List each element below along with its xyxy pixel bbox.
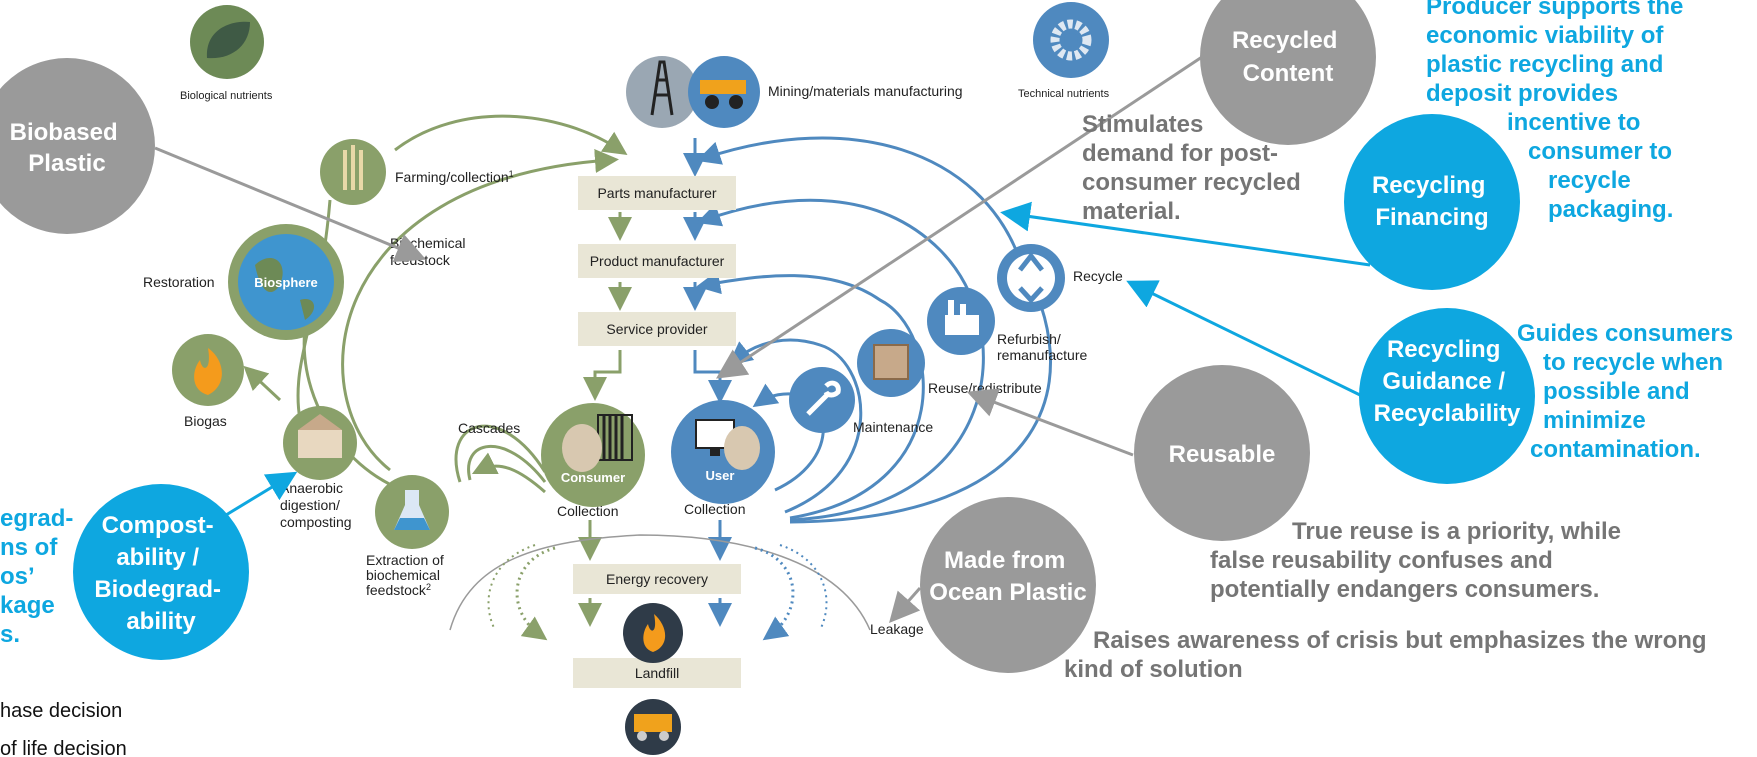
oil-rig-icon <box>626 56 698 128</box>
recycle-label: Recycle <box>1073 268 1123 284</box>
service-provider-label: Service provider <box>606 321 707 337</box>
callout-biobased <box>0 58 155 234</box>
note-ocean: Raises awareness of crisis but emphasize… <box>1064 627 1713 683</box>
parts-manufacturer-label: Parts manufacturer <box>597 185 716 201</box>
restoration-label: Restoration <box>143 274 215 290</box>
landfill-label: Landfill <box>635 665 679 681</box>
user-label: User <box>706 468 735 483</box>
technical-nutrients-label: Technical nutrients <box>1018 88 1110 100</box>
leakage-arcs <box>449 534 871 641</box>
biological-flows <box>243 114 632 627</box>
callout-compostability <box>73 484 249 660</box>
refurbish-label-1: Refurbish/ <box>997 331 1061 347</box>
callouts: Biobased Plastic Recycled Content Recycl… <box>0 0 1535 673</box>
callout-biobased-text: Biobased Plastic <box>10 119 125 177</box>
callout-recycling-guidance <box>1359 308 1535 484</box>
maintenance-label: Maintenance <box>853 419 933 435</box>
extraction-label-3: feedstock2 <box>366 582 431 598</box>
callout-ocean-plastic <box>920 497 1096 673</box>
callout-recycling-financing-text: Recycling Financing <box>1372 172 1492 231</box>
leakage-label: Leakage <box>870 621 924 637</box>
energy-recovery-label: Energy recovery <box>606 571 708 587</box>
callout-recycled-content-text: Recycled Content <box>1232 27 1344 87</box>
product-manufacturer-box <box>578 244 736 278</box>
callout-compostability-text: Compost- ability / Biodegrad- ability <box>94 512 227 635</box>
service-provider-box <box>578 312 736 346</box>
biochemical-label-2: feedstock <box>390 252 451 268</box>
farming-label: Farming/collection1 <box>395 169 514 185</box>
callout-recycling-guidance-text: Recycling Guidance / Recyclability <box>1374 336 1521 427</box>
anaerobic-label-1: Anaerobic <box>280 480 343 496</box>
biogas-label: Biogas <box>184 413 227 429</box>
note-reusable: True reuse is a priority, while false re… <box>1210 518 1628 603</box>
collection-left-label: Collection <box>557 503 618 519</box>
callout-pointers <box>154 53 1371 623</box>
biosphere-label: Biosphere <box>254 275 318 290</box>
nodes: Biological nutrients Technical nutrients… <box>143 2 1123 755</box>
collection-right-label: Collection <box>684 501 745 517</box>
refurbish-label-2: remanufacture <box>997 347 1087 363</box>
landfill-box <box>573 658 741 688</box>
mining-label: Mining/materials manufacturing <box>768 83 963 99</box>
callout-recycling-financing <box>1344 114 1520 290</box>
energy-recovery-box <box>573 564 741 594</box>
legend-endoflife: of life decision <box>0 738 127 757</box>
callout-reusable <box>1134 365 1310 541</box>
anaerobic-label-3: composting <box>280 514 352 530</box>
parts-manufacturer-box <box>578 176 736 210</box>
note-recycled-content: Stimulates demand for post- consumer rec… <box>1082 111 1307 225</box>
consumer-label: Consumer <box>561 470 625 485</box>
extraction-label-2: biochemical <box>366 567 440 583</box>
legend-purchase: hase decision <box>0 700 122 722</box>
value-chain: Parts manufacturer Product manufacturer … <box>573 176 741 688</box>
reuse-label: Reuse/redistribute <box>928 380 1042 396</box>
callout-ocean-plastic-text: Made from Ocean Plastic <box>929 547 1086 606</box>
product-manufacturer-label: Product manufacturer <box>590 253 725 269</box>
extraction-label-1: Extraction of <box>366 552 444 568</box>
callout-reusable-text: Reusable <box>1169 441 1276 468</box>
note-guidance: Guides consumers to recycle when possibl… <box>1517 320 1740 463</box>
note-compost-cut: egrad- ns of os’ kage s. <box>0 505 80 648</box>
note-financing: Producer supports the economic viability… <box>1426 0 1690 223</box>
anaerobic-label-2: digestion/ <box>280 497 340 513</box>
callout-recycled-content <box>1200 0 1376 145</box>
biological-nutrients-label: Biological nutrients <box>180 90 273 102</box>
cascades-label: Cascades <box>458 420 520 436</box>
